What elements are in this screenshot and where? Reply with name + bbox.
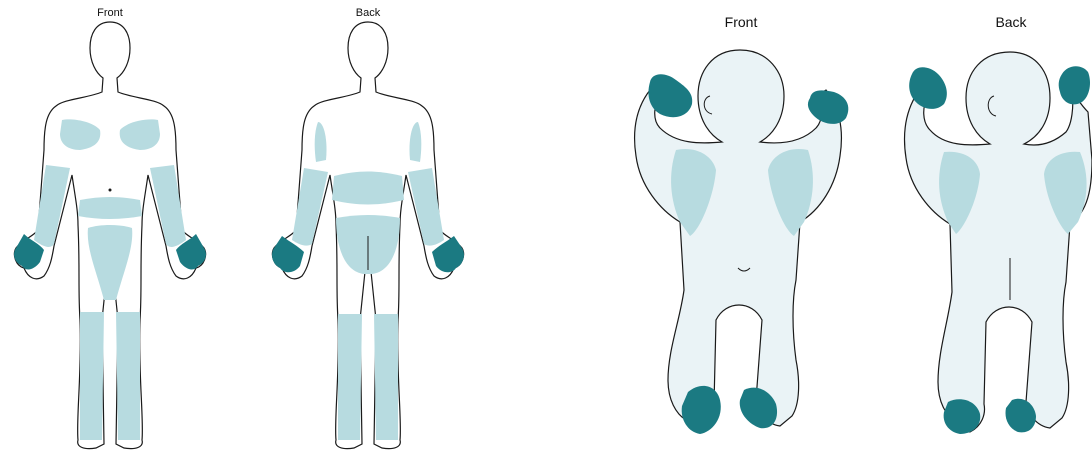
infant-front-foot-left	[682, 386, 721, 434]
infant-back-hand-right	[1059, 66, 1090, 104]
infant-front-hand-right	[808, 90, 848, 124]
adult-front-navel	[109, 189, 112, 192]
adult-back-figure	[272, 22, 464, 449]
infant-front-figure	[635, 50, 849, 434]
infant-back-body-outline	[905, 52, 1092, 432]
adult-front-abdomen-band	[78, 197, 142, 219]
adult-front-figure	[14, 22, 206, 449]
adult-front-legs	[80, 312, 140, 440]
infant-back-figure	[905, 52, 1092, 434]
adult-back-mid-band	[332, 172, 404, 205]
adult-back-legs	[338, 314, 398, 440]
